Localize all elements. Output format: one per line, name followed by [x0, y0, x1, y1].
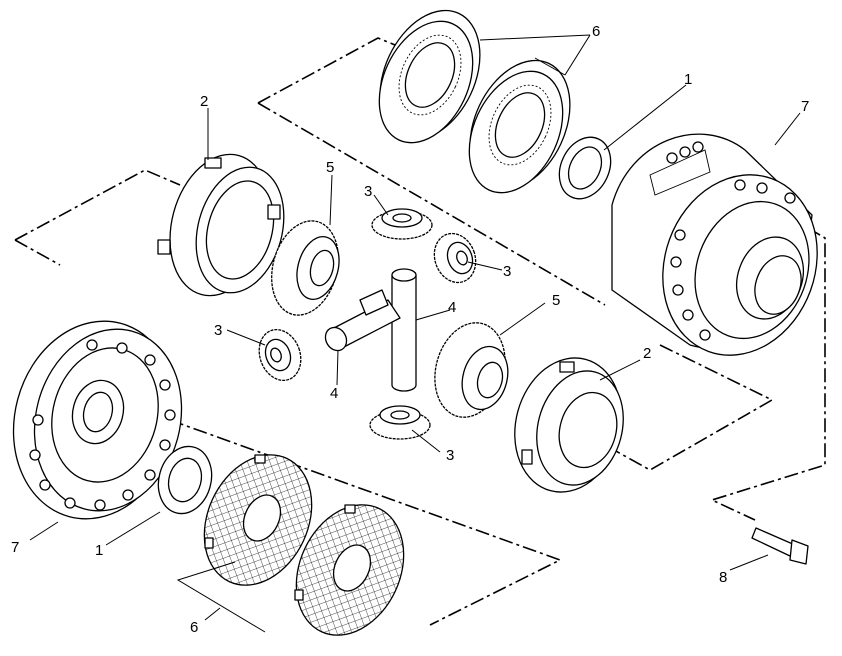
friction-disc-lower-front: [294, 504, 405, 636]
side-gear-upper: [271, 220, 340, 316]
friction-disc-upper-back: [378, 9, 481, 144]
pinion-gear-left: [258, 328, 302, 382]
cross-shaft: [324, 268, 417, 392]
pinion-gear-top: [371, 208, 433, 240]
bolt: [751, 527, 809, 565]
differential-case-right: [611, 133, 818, 356]
callout-1-upper: 1: [684, 71, 692, 88]
callout-7-right: 7: [801, 98, 809, 115]
callout-5-lower: 5: [552, 292, 560, 309]
callout-1-lower: 1: [95, 542, 103, 559]
callout-3-top: 3: [364, 183, 372, 200]
friction-disc-upper-front: [468, 59, 571, 194]
assembly-dashed-lines: [14, 37, 826, 626]
callout-4-upper: 4: [448, 299, 456, 316]
pinion-gear-bottom: [369, 405, 431, 440]
callout-2-right: 2: [643, 345, 651, 362]
friction-disc-lower-back: [203, 454, 313, 586]
callout-8: 8: [719, 569, 727, 586]
pinion-gear-right: [433, 232, 477, 284]
callout-2-left: 2: [200, 93, 208, 110]
carrier-ring-right: [514, 357, 624, 493]
callout-3-left: 3: [214, 322, 222, 339]
callout-4-lower: 4: [330, 385, 338, 402]
callout-6-lower: 6: [190, 619, 198, 636]
side-gear-lower: [434, 322, 509, 418]
thrust-washer-lower: [157, 445, 213, 515]
callout-3-right: 3: [503, 263, 511, 280]
callout-6-upper: 6: [592, 23, 600, 40]
differential-case-left: [12, 320, 183, 520]
carrier-ring-left: [157, 153, 285, 297]
leader-lines: [29, 34, 801, 633]
thrust-washer-upper: [558, 136, 612, 200]
callout-7-left: 7: [11, 539, 19, 556]
callout-3-bottom: 3: [446, 447, 454, 464]
callout-5-upper: 5: [326, 159, 334, 176]
